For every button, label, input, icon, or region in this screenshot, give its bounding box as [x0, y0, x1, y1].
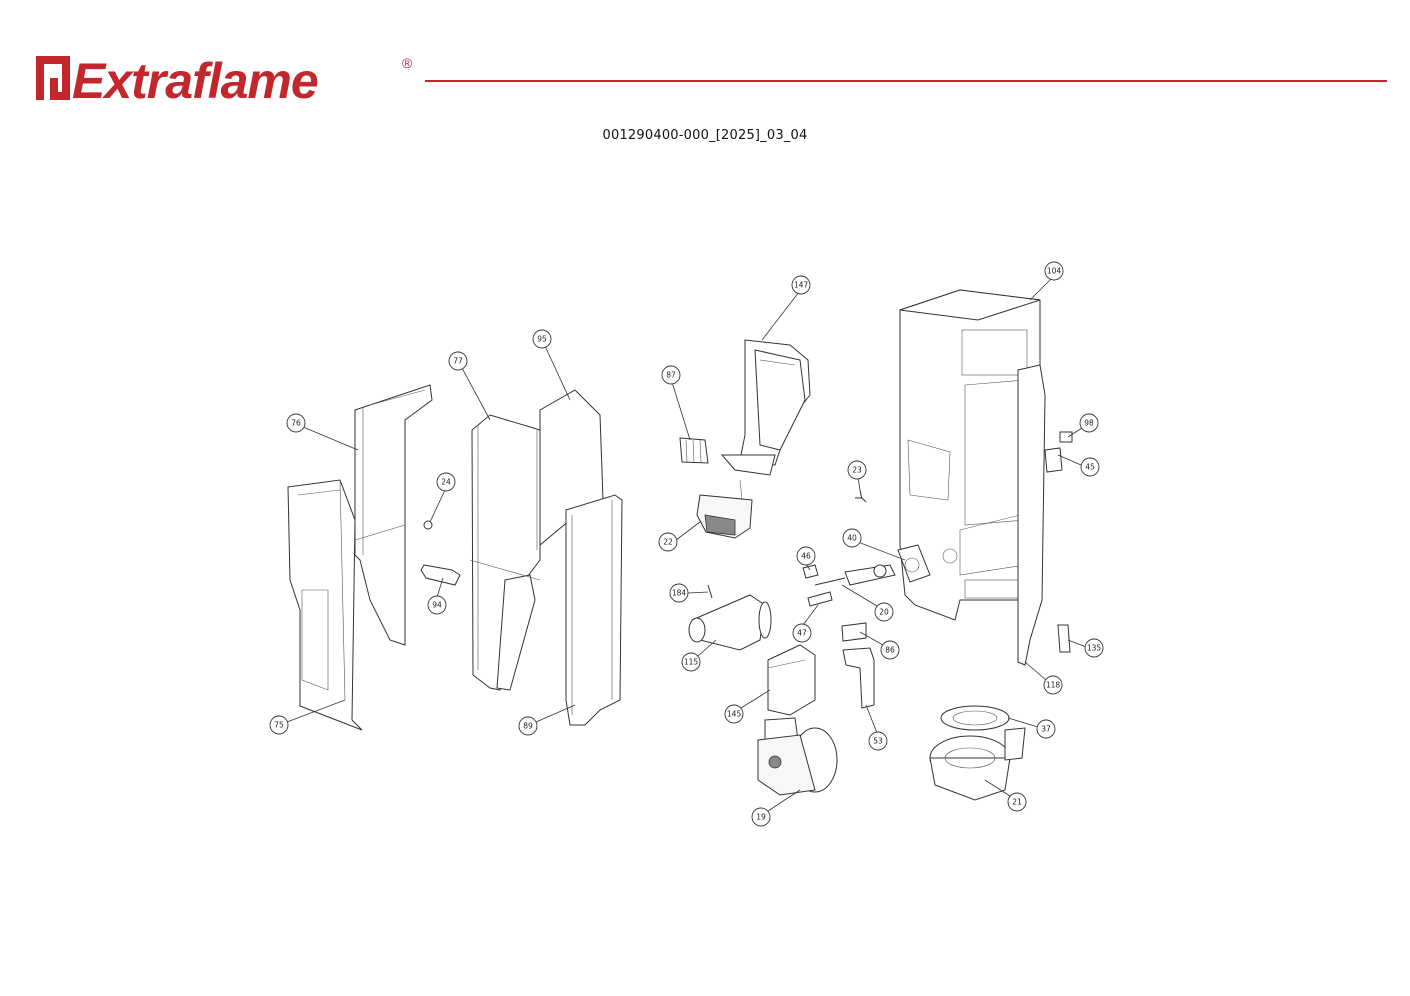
part-24-screw — [423, 520, 433, 530]
callout-19: 19 — [751, 807, 771, 827]
part-75-side-panel — [287, 479, 363, 731]
part-45-bracket — [1044, 447, 1063, 473]
callout-label: 95 — [537, 335, 547, 344]
callout-89: 89 — [518, 716, 538, 736]
header-rule — [425, 80, 1387, 82]
part-20-igniter — [814, 564, 896, 586]
callout-20: 20 — [874, 602, 894, 622]
callout-label: 45 — [1085, 463, 1095, 472]
callout-98: 98 — [1079, 413, 1099, 433]
extraflame-logo-icon — [36, 56, 70, 100]
callout-46: 46 — [796, 546, 816, 566]
part-47-bracket — [807, 591, 833, 607]
part-135-bracket — [1057, 624, 1071, 653]
part-145-housing — [767, 644, 816, 716]
callout-label: 24 — [441, 478, 451, 487]
callout-label: 86 — [885, 646, 895, 655]
callout-label: 145 — [727, 710, 742, 719]
callout-76: 76 — [286, 413, 306, 433]
callout-53: 53 — [868, 731, 888, 751]
part-76-inner-panel — [354, 384, 433, 646]
callout-label: 47 — [797, 629, 807, 638]
callout-label: 77 — [453, 357, 463, 366]
callout-label: 53 — [873, 737, 883, 746]
callout-label: 87 — [666, 371, 676, 380]
callout-45: 45 — [1080, 457, 1100, 477]
callout-37: 37 — [1036, 719, 1056, 739]
callout-label: 19 — [756, 813, 766, 822]
part-184-pin — [707, 584, 713, 599]
callout-label: 23 — [852, 466, 862, 475]
callout-24: 24 — [436, 472, 456, 492]
callout-label: 40 — [847, 534, 857, 543]
callout-118: 118 — [1043, 675, 1063, 695]
callout-75: 75 — [269, 715, 289, 735]
callout-47: 47 — [792, 623, 812, 643]
part-89-side-panel — [565, 494, 623, 726]
callout-115: 115 — [681, 652, 701, 672]
callout-87: 87 — [661, 365, 681, 385]
callout-label: 75 — [274, 721, 284, 730]
callout-label: 37 — [1041, 725, 1051, 734]
callout-147: 147 — [791, 275, 811, 295]
callout-104: 104 — [1044, 261, 1064, 281]
leader-lines — [286, 277, 1087, 812]
callout-label: 135 — [1087, 644, 1102, 653]
callout-label: 115 — [684, 658, 699, 667]
callout-label: 46 — [801, 552, 811, 561]
callout-label: 147 — [794, 281, 809, 290]
callout-23: 23 — [847, 460, 867, 480]
callout-22: 22 — [658, 532, 678, 552]
part-46-clip — [802, 564, 819, 579]
part-40-gasket — [897, 544, 931, 583]
part-22-gearmotor — [696, 479, 753, 539]
extraflame-logo: Extraflame ® — [36, 53, 413, 109]
brand-wordmark: Extraflame — [72, 53, 318, 109]
registered-mark: ® — [402, 55, 413, 71]
part-118-side-strip — [1017, 364, 1046, 666]
callout-86: 86 — [880, 640, 900, 660]
callout-label: 94 — [432, 601, 442, 610]
callout-label: 20 — [879, 608, 889, 617]
part-115-air-tube — [688, 594, 772, 651]
callout-label: 184 — [672, 589, 687, 598]
page-header: Extraflame ® — [0, 0, 1410, 120]
part-21-fan — [929, 727, 1026, 801]
callout-label: 118 — [1046, 681, 1061, 690]
part-37-gasket — [940, 705, 1010, 731]
callout-label: 21 — [1012, 798, 1022, 807]
part-94-bracket — [420, 564, 461, 586]
callout-label: 104 — [1047, 267, 1062, 276]
callout-77: 77 — [448, 351, 468, 371]
callout-95: 95 — [532, 329, 552, 349]
part-19-blower — [757, 717, 838, 796]
document-code: 001290400-000_[2025]_03_04 — [602, 128, 808, 143]
callout-label: 76 — [291, 419, 301, 428]
callout-184: 184 — [669, 583, 689, 603]
callout-94: 94 — [427, 595, 447, 615]
part-23-pin — [855, 489, 867, 503]
part-53-bracket — [842, 647, 875, 709]
callout-135: 135 — [1084, 638, 1104, 658]
part-147-cover — [720, 339, 811, 476]
callout-40: 40 — [842, 528, 862, 548]
callout-145: 145 — [724, 704, 744, 724]
callout-21: 21 — [1007, 792, 1027, 812]
callout-label: 98 — [1084, 419, 1094, 428]
callout-label: 89 — [523, 722, 533, 731]
part-98-clip — [1059, 431, 1073, 443]
callout-label: 22 — [663, 538, 673, 547]
part-86-plate — [841, 622, 867, 642]
part-87-grate — [679, 437, 709, 464]
